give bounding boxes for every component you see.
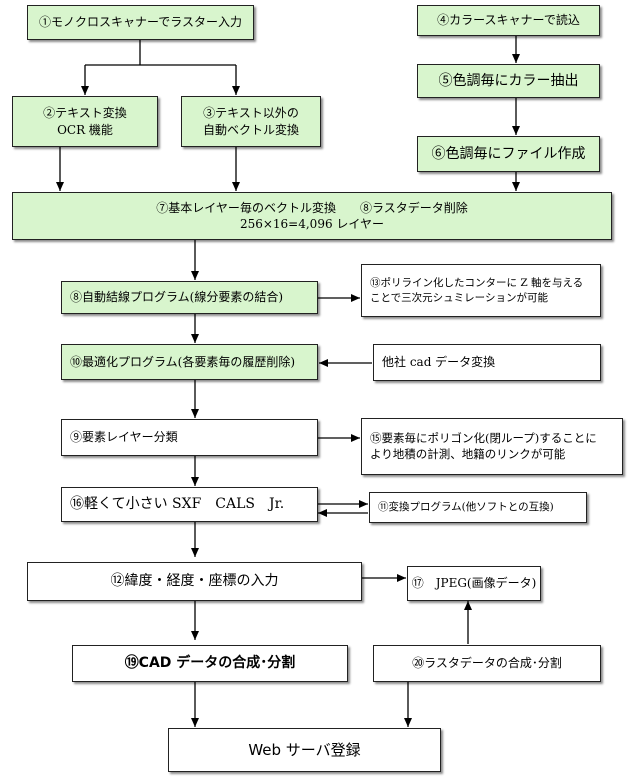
step-8-label: ⑧自動結線プログラム(線分要素の結合) — [70, 290, 284, 305]
web-server-register-box: Web サーバ登録 — [168, 728, 441, 772]
step-4-color-scanner-box: ④カラースキャナーで読込 — [417, 5, 600, 36]
step-15-label-line1: ⑮要素毎にポリゴン化(閉ループ)することに — [370, 430, 597, 445]
other-cad-label: 他社 cad データ変換 — [382, 355, 496, 370]
step-12-coordinate-input-box: ⑫緯度・経度・座標の入力 — [27, 562, 362, 601]
step-13-label-line2: ことで三次元シュミレーションが可能 — [370, 291, 548, 304]
step-2-label-line1: ②テキスト変換 — [43, 106, 127, 121]
step-9-label: ⑨要素レイヤー分類 — [70, 430, 178, 445]
step-19-label: ⑲CAD データの合成･分割 — [124, 655, 296, 672]
step-16-label: ⑯軽くて小さい SXF CALS Jr. — [70, 496, 285, 513]
step-9-layer-classify-box: ⑨要素レイヤー分類 — [61, 419, 318, 456]
step-12-label: ⑫緯度・経度・座標の入力 — [110, 573, 279, 590]
step-7-label-line1: ⑦基本レイヤー毎のベクトル変換 ⑧ラスタデータ削除 — [156, 200, 468, 215]
step-5-label: ⑤色調毎にカラー抽出 — [438, 72, 579, 89]
step-13-label-line1: ⑬ポリライン化したコンターに Z 軸を与える — [370, 277, 584, 290]
step-19-cad-merge-split-box: ⑲CAD データの合成･分割 — [72, 645, 348, 682]
step-20-raster-merge-split-box: ⑳ラスタデータの合成･分割 — [373, 645, 601, 682]
step-15-polygon-box: ⑮要素毎にポリゴン化(閉ループ)することに より地積の計測、地籍のリンクが可能 — [361, 418, 623, 475]
step-3-vector-box: ③テキスト以外の 自動ベクトル変換 — [181, 96, 321, 147]
step-16-sxf-cals-box: ⑯軽くて小さい SXF CALS Jr. — [61, 487, 318, 522]
step-20-label: ⑳ラスタデータの合成･分割 — [412, 656, 562, 671]
step-11-label: ⑪変換プログラム(他ソフトとの互換) — [378, 501, 554, 514]
step-10-optimize-box: ⑩最適化プログラム(各要素毎の履歴削除) — [61, 344, 318, 380]
step-8-auto-connect-box: ⑧自動結線プログラム(線分要素の結合) — [61, 281, 318, 314]
step-1-mono-scanner-box: ①モノクロスキャナーでラスター入力 — [27, 5, 254, 40]
step-13-3d-simulation-box: ⑬ポリライン化したコンターに Z 軸を与える ことで三次元シュミレーションが可能 — [361, 264, 601, 317]
step-17-jpeg-box: ⑰ JPEG(画像データ) — [407, 566, 541, 601]
step-17-label: ⑰ JPEG(画像データ) — [411, 576, 537, 591]
step-6-label: ⑥色調毎にファイル作成 — [431, 145, 586, 162]
other-cad-convert-box: 他社 cad データ変換 — [373, 344, 601, 381]
step-3-label-line2: 自動ベクトル変換 — [202, 122, 299, 137]
step-7-label-line2: 256×16=4,096 レイヤー — [239, 217, 385, 231]
step-7-layer-vector-box: ⑦基本レイヤー毎のベクトル変換 ⑧ラスタデータ削除 256×16=4,096 レ… — [12, 192, 612, 240]
step-1-label: ①モノクロスキャナーでラスター入力 — [38, 15, 243, 30]
step-11-convert-program-box: ⑪変換プログラム(他ソフトとの互換) — [369, 492, 587, 523]
step-2-text-ocr-box: ②テキスト変換 OCR 機能 — [12, 96, 158, 147]
step-5-color-extract-box: ⑤色調毎にカラー抽出 — [417, 64, 600, 98]
step-15-label-line2: より地積の計測、地籍のリンクが可能 — [370, 446, 566, 461]
step-2-label-line2: OCR 機能 — [57, 122, 113, 137]
step-4-label: ④カラースキャナーで読込 — [437, 13, 580, 28]
step-3-label-line1: ③テキスト以外の — [203, 106, 299, 121]
step-6-file-create-box: ⑥色調毎にファイル作成 — [417, 136, 600, 172]
step-10-label: ⑩最適化プログラム(各要素毎の履歴削除) — [70, 354, 296, 369]
web-server-label: Web サーバ登録 — [248, 740, 361, 759]
